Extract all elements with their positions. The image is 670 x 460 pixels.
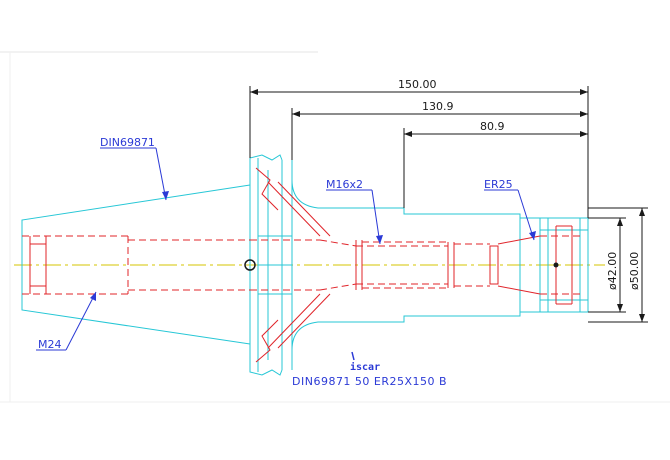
callout-collet: ER25 bbox=[484, 178, 513, 191]
callout-thread-rear: M16x2 bbox=[326, 178, 363, 191]
callout-leaders bbox=[36, 147, 536, 351]
brand-logo-mark bbox=[351, 351, 355, 361]
center-mark-flange bbox=[244, 259, 256, 271]
dim-gauge-length: 130.9 bbox=[422, 100, 454, 113]
flange-section bbox=[255, 167, 331, 363]
tool-designation: DIN69871 50 ER25X150 B bbox=[292, 375, 447, 388]
brand-logo: iscar bbox=[350, 361, 380, 373]
dim-nut-diameter: ø42.00 bbox=[606, 252, 619, 290]
dimension-lines bbox=[249, 86, 648, 323]
callout-taper-standard: DIN69871 bbox=[100, 136, 155, 149]
hidden-bore bbox=[22, 225, 580, 305]
dim-body-length: 80.9 bbox=[480, 120, 505, 133]
dim-overall-length: 150.00 bbox=[398, 78, 437, 91]
tool-outline bbox=[21, 154, 589, 376]
callout-pull-stud-thread: M24 bbox=[38, 338, 62, 351]
dim-shoulder-diameter: ø50.00 bbox=[628, 252, 641, 290]
center-mark-nut bbox=[553, 262, 559, 268]
